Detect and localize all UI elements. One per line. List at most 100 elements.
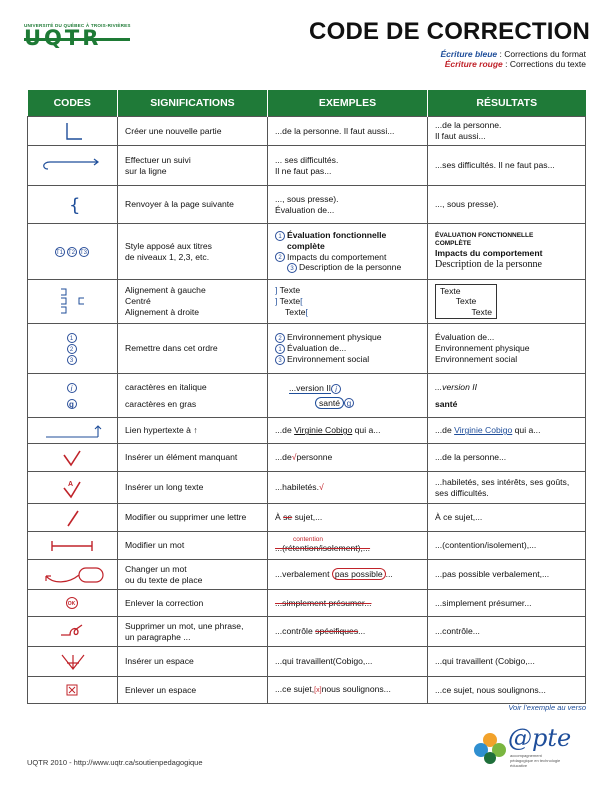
code-cell (27, 116, 118, 146)
code-cell: OK (27, 589, 118, 617)
resultat: ...(contention/isolement),... (427, 531, 586, 560)
exemple: ...simplement présumer... (267, 589, 428, 617)
heading-level-1-icon: T1 (54, 246, 65, 257)
apte-wordmark: @pte (508, 724, 572, 752)
order-1-icon: 1 (66, 333, 77, 344)
code-cell (27, 616, 118, 647)
signification: Insérer un élément manquant (117, 443, 268, 472)
apte-flower-icon (474, 733, 506, 764)
table-row: A Insérer un long texte ...habiletés.√ .… (27, 471, 586, 504)
signification: Remettre dans cet ordre (117, 323, 268, 374)
resultat: ...ce sujet, nous soulignons... (427, 676, 586, 704)
resultat: ...de Virginie Cobigo qui a... (427, 417, 586, 444)
signification: Enlever un espace (117, 676, 268, 704)
see-reverse-link[interactable]: Voir l’exemple au verso (508, 703, 586, 712)
legend-red: Écriture rouge : Corrections du texte (444, 59, 586, 69)
table-row: Insérer un élément manquant ...de√person… (27, 443, 586, 472)
bold-icon: g (66, 399, 77, 410)
signification: Enlever la correction (117, 589, 268, 617)
table-row: { Renvoyer à la page suivante ..., sous … (27, 185, 586, 224)
modify-word-icon (50, 540, 93, 551)
t3-icon: 3 (287, 262, 297, 273)
col-codes: CODES (27, 90, 118, 117)
resultat: À ce sujet,... (427, 503, 586, 532)
resultat: ...qui travaillent (Cobigo,... (427, 646, 586, 677)
hyperlink-icon (45, 424, 101, 438)
resultat: ...habiletés, ses intérêts, ses goûts,se… (427, 471, 586, 504)
code-cell (27, 145, 118, 186)
exemple: À se sujet,... (267, 503, 428, 532)
exemple: contention...(rétention/isolement),... (267, 531, 428, 560)
code-cell (27, 559, 118, 590)
t2-icon: 2 (275, 252, 285, 263)
exemple: ...de la personne. Il faut aussi... (267, 116, 428, 146)
code-cell: i g (27, 373, 118, 418)
resultat: ...contrôle... (427, 616, 586, 647)
table-row: Supprimer un mot, une phrase,un paragrap… (27, 616, 586, 647)
exemple: ...ce sujet,[x]nous soulignons... (267, 676, 428, 704)
code-cell: A (27, 471, 118, 504)
table-row: Enlever un espace ...ce sujet,[x]nous so… (27, 676, 586, 704)
remove-space-icon (66, 684, 77, 696)
insert-long-text-icon: A (62, 481, 81, 498)
code-cell (27, 279, 118, 324)
signification: Lien hypertexte à ↑ (117, 417, 268, 444)
col-significations: SIGNIFICATIONS (117, 90, 268, 117)
code-cell (27, 676, 118, 704)
table-row: Modifier ou supprimer une lettre À se su… (27, 503, 586, 532)
signification: Renvoyer à la page suivante (117, 185, 268, 224)
code-cell: { (27, 185, 118, 224)
hyperlink-text[interactable]: Virginie Cobigo (454, 425, 513, 436)
heading-level-3-icon: T3 (78, 246, 89, 257)
exemple: ...contrôle spécifiques... (267, 616, 428, 647)
exemple: ..., sous presse).Évaluation de... (267, 185, 428, 224)
apte-tagline: accompagnement pédagogique en technologi… (510, 753, 561, 768)
resultat: ...ses difficultés. Il ne faut pas... (427, 145, 586, 186)
code-cell (27, 443, 118, 472)
exemple: ] Texte ] Texte[ Texte[ (267, 279, 428, 324)
ok-icon: OK (65, 597, 78, 609)
signification: Insérer un espace (117, 646, 268, 677)
svg-text:{: { (69, 195, 80, 216)
page-title: CODE DE CORRECTION (309, 18, 590, 45)
exemple: ... ses difficultés.Il ne faut pas... (267, 145, 428, 186)
signification: Modifier ou supprimer une lettre (117, 503, 268, 532)
apte-logo: @pte accompagnement pédagogique en techn… (470, 724, 580, 772)
code-cell: 1 2 3 (27, 323, 118, 374)
signification: Créer une nouvelle partie (117, 116, 268, 146)
modify-letter-icon (66, 510, 79, 526)
exemple: ...de√personne (267, 443, 428, 472)
code-cell (27, 503, 118, 532)
exemple: ...de Virginie Cobigo qui a... (267, 417, 428, 444)
uqtr-university-name: UNIVERSITÉ DU QUÉBEC À TROIS-RIVIÈRES (24, 23, 131, 28)
resultat: ...simplement présumer... (427, 589, 586, 617)
table-row: Insérer un espace ...qui travaillent(Cob… (27, 646, 586, 677)
col-resultats: RÉSULTATS (427, 90, 586, 117)
table-row: Lien hypertexte à ↑ ...de Virginie Cobig… (27, 417, 586, 444)
move-text-icon (44, 566, 104, 583)
svg-text:A: A (68, 481, 73, 488)
resultat: ...de la personne.Il faut aussi... (427, 116, 586, 146)
resultat: ÉVALUATION FONCTIONNELLE COMPLÈTE Impact… (427, 223, 586, 280)
legend-blue: Écriture bleue : Corrections du format (440, 49, 586, 59)
alignment-icon (60, 288, 84, 313)
order-2-icon: 2 (66, 343, 77, 354)
uqtr-logo-underline (24, 38, 130, 41)
resultat: ...de la personne... (427, 443, 586, 472)
insert-space-icon (61, 654, 84, 670)
code-cell (27, 531, 118, 560)
insert-missing-icon (62, 450, 81, 466)
footer-source: UQTR 2010 - http://www.uqtr.ca/soutienpe… (27, 758, 203, 767)
